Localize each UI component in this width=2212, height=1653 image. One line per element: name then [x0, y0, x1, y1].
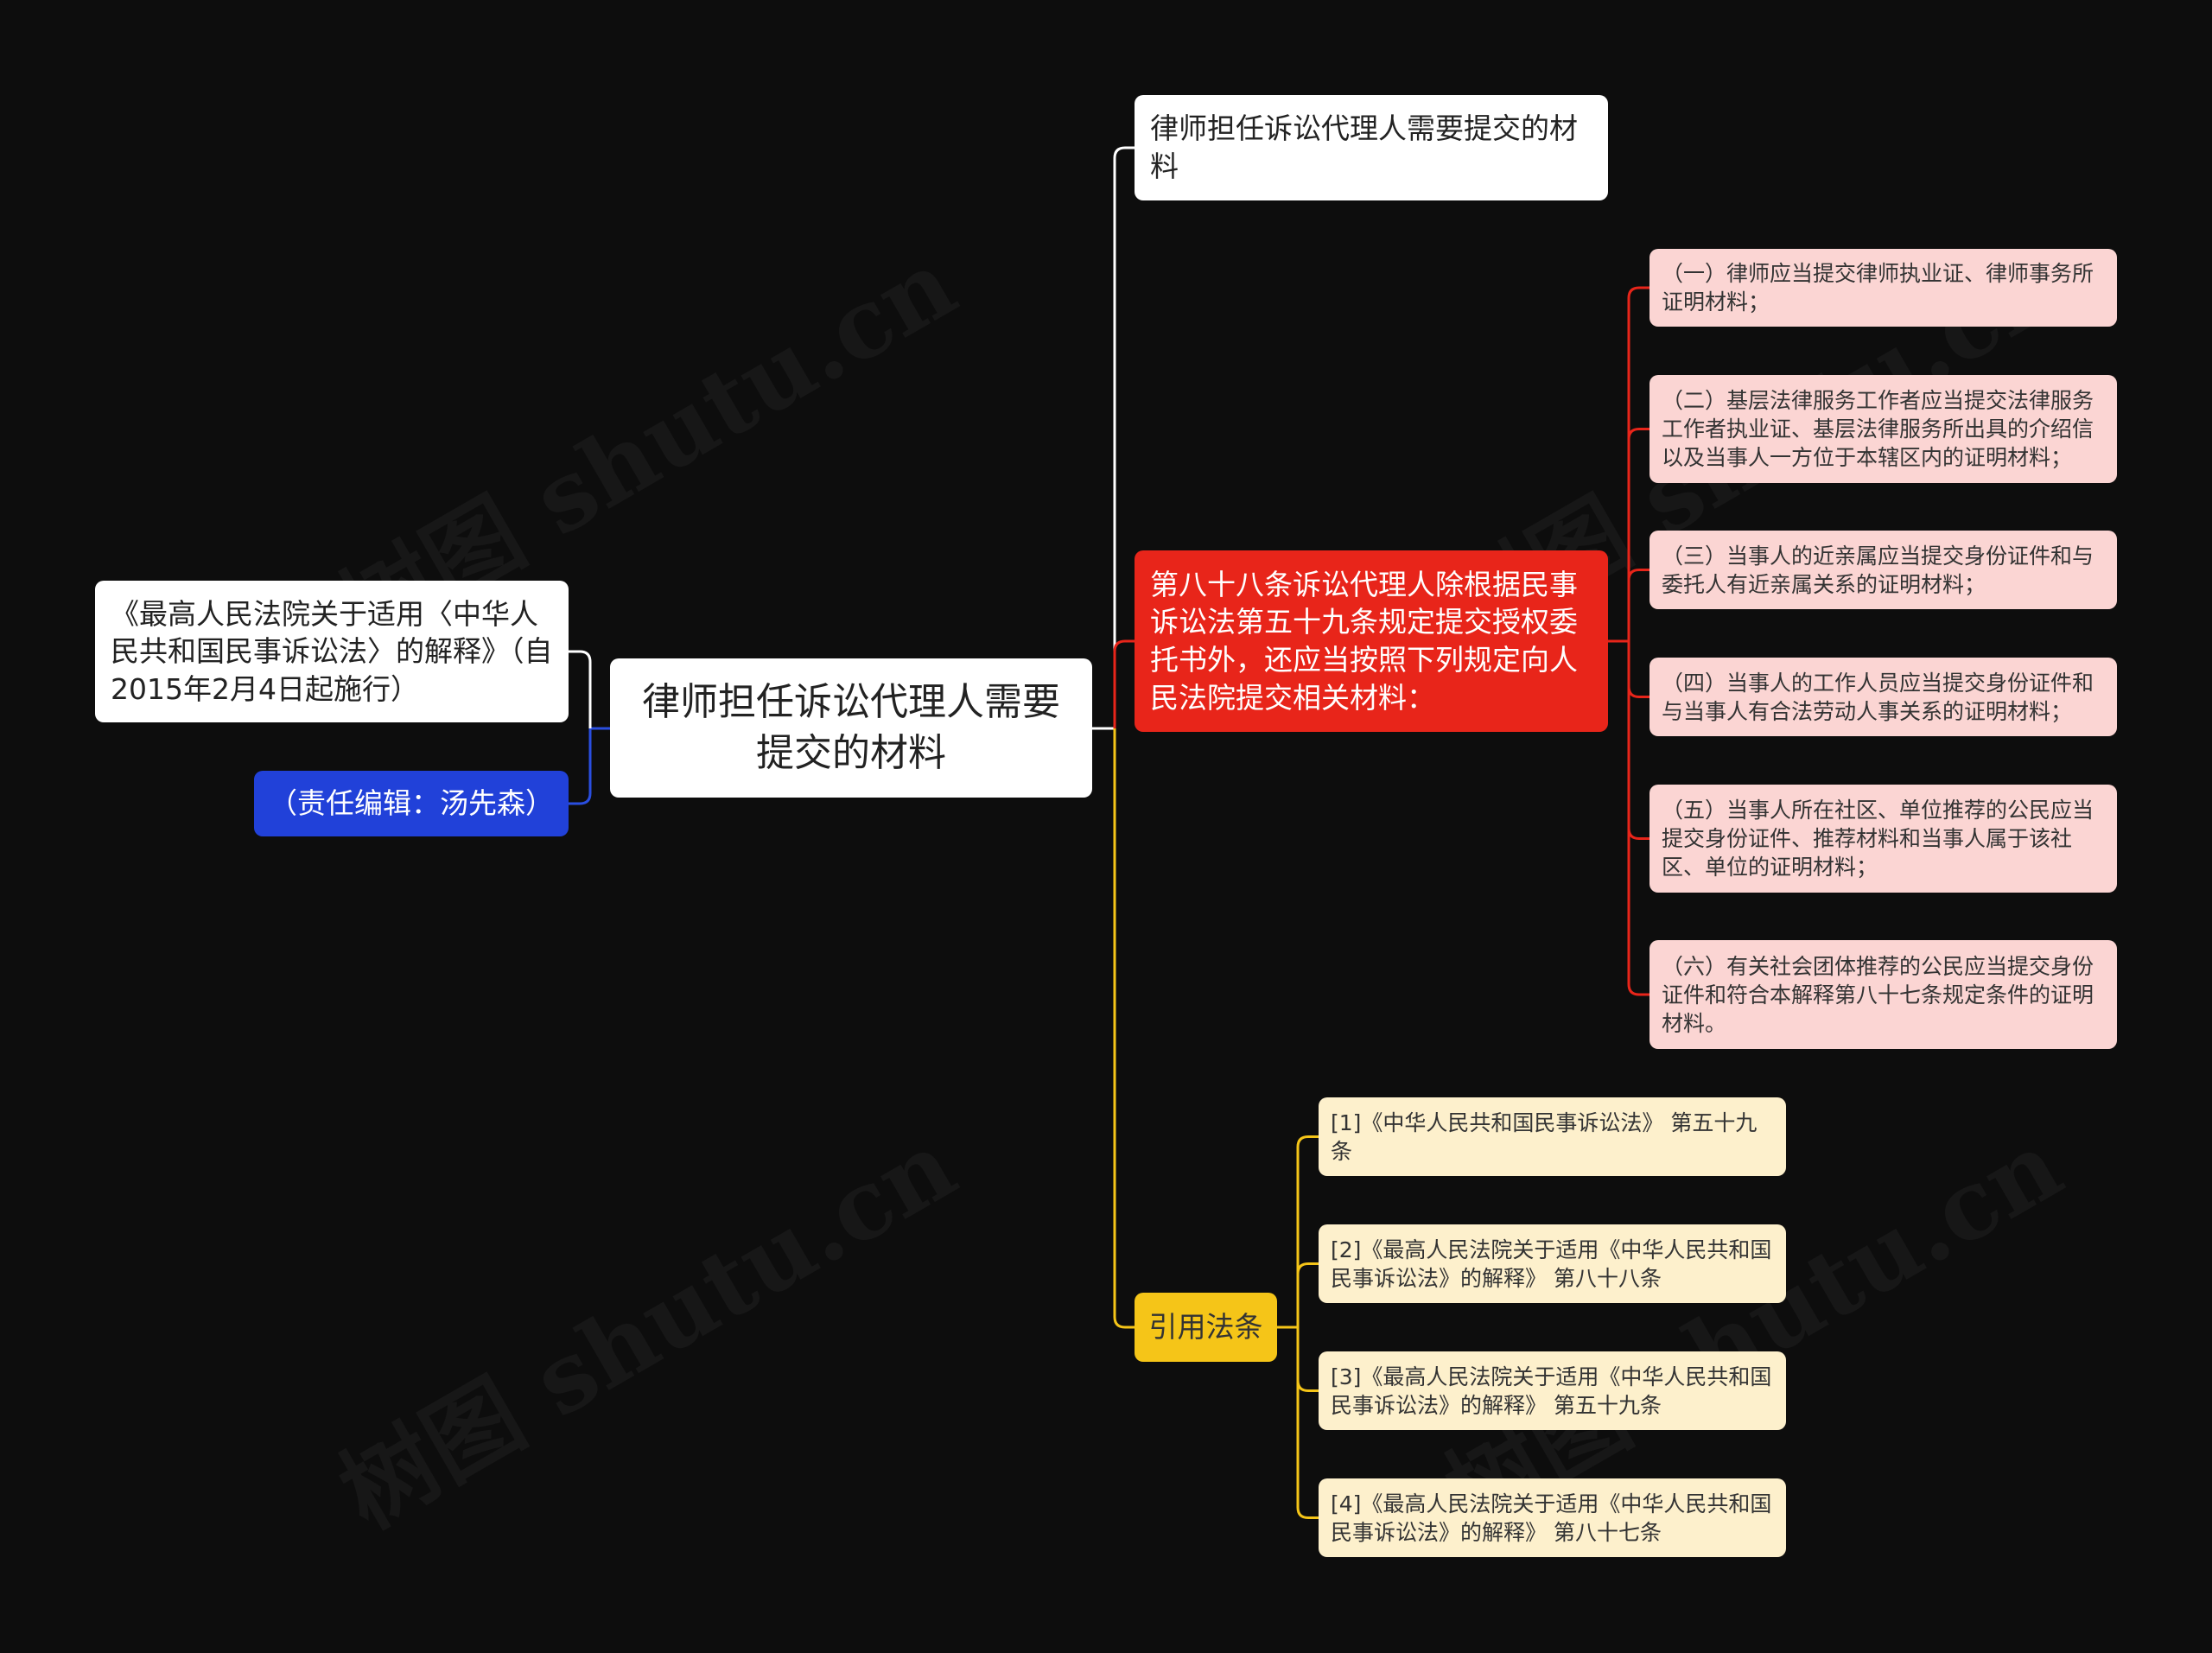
item-lines-link-1 — [1627, 428, 1649, 641]
refs-topic[interactable]: 引用法条 — [1135, 1293, 1277, 1362]
ref-lines-link-3 — [1296, 1327, 1319, 1519]
connector-title-node — [1113, 146, 1135, 728]
title-topic[interactable]: 律师担任诉讼代理人需要提交的材料 — [1135, 95, 1608, 200]
ref-lines-link-2 — [1296, 1327, 1319, 1392]
item-lines-link-0 — [1627, 286, 1649, 641]
ref-item[interactable]: [3]《最高人民法院关于适用《中华人民共和国民事诉讼法》的解释》 第五十九条 — [1319, 1351, 1786, 1430]
connector-article — [1113, 639, 1135, 728]
connector-editor — [569, 728, 592, 805]
ref-item[interactable]: [4]《最高人民法院关于适用《中华人民共和国民事诉讼法》的解释》 第八十七条 — [1319, 1478, 1786, 1557]
editor-badge[interactable]: （责任编辑：汤先森） — [254, 771, 569, 836]
ref-item[interactable]: [2]《最高人民法院关于适用《中华人民共和国民事诉讼法》的解释》 第八十八条 — [1319, 1224, 1786, 1303]
ref-lines-link-1 — [1296, 1262, 1319, 1327]
item-lines-link-5 — [1627, 641, 1649, 996]
ref-lines-link-0 — [1296, 1135, 1319, 1327]
connector-refs — [1113, 728, 1135, 1329]
article-topic[interactable]: 第八十八条诉讼代理人除根据民事诉讼法第五十九条规定提交授权委托书外，还应当按照下… — [1135, 550, 1608, 732]
article-item[interactable]: （二）基层法律服务工作者应当提交法律服务工作者执业证、基层法律服务所出具的介绍信… — [1649, 375, 2117, 483]
article-item[interactable]: （五）当事人所在社区、单位推荐的公民应当提交身份证件、推荐材料和当事人属于该社区… — [1649, 785, 2117, 893]
item-lines-link-4 — [1627, 641, 1649, 840]
connector-source — [569, 650, 592, 728]
ref-item[interactable]: [1]《中华人民共和国民事诉讼法》 第五十九条 — [1319, 1097, 1786, 1176]
article-item[interactable]: （四）当事人的工作人员应当提交身份证件和与当事人有合法劳动人事关系的证明材料； — [1649, 658, 2117, 736]
source-note[interactable]: 《最高人民法院关于适用〈中华人民共和国民事诉讼法〉的解释》（自2015年2月4日… — [95, 581, 569, 722]
article-item[interactable]: （六）有关社会团体推荐的公民应当提交身份证件和符合本解释第八十七条规定条件的证明… — [1649, 940, 2117, 1049]
item-lines-link-2 — [1627, 569, 1649, 641]
root-topic[interactable]: 律师担任诉讼代理人需要提交的材料 — [610, 658, 1092, 798]
item-lines-link-3 — [1627, 641, 1649, 698]
article-item[interactable]: （一）律师应当提交律师执业证、律师事务所证明材料； — [1649, 249, 2117, 327]
article-item[interactable]: （三）当事人的近亲属应当提交身份证件和与委托人有近亲属关系的证明材料； — [1649, 531, 2117, 609]
